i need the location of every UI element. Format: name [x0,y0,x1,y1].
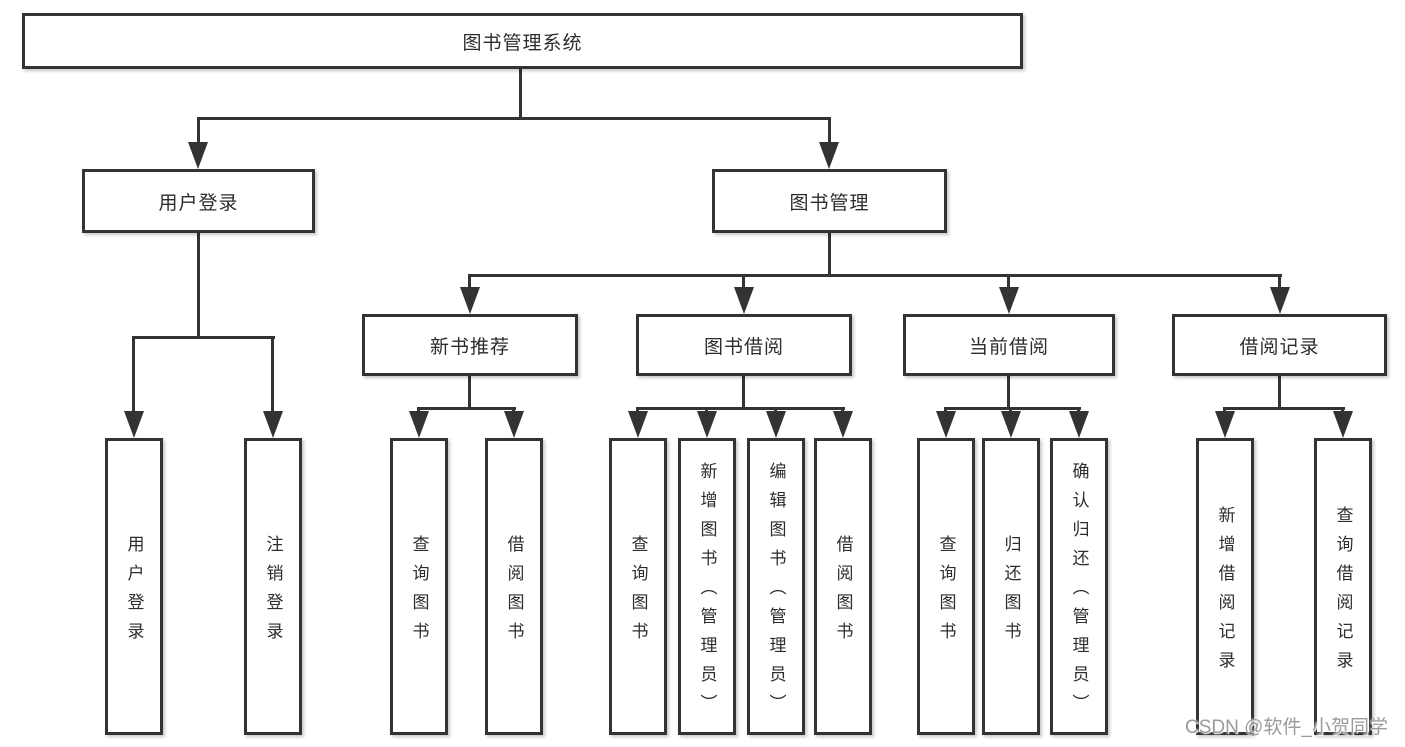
node-borrowing-records: 借阅记录 [1172,314,1387,376]
arrow-down [124,411,144,438]
arrow-down [504,411,524,438]
leaf-query-books: 查询图书 [917,438,975,735]
connector-drop-line [1278,274,1281,290]
leaf-label: 编辑图书（管理员） [766,462,786,723]
leaf-label: 用户登录 [124,534,144,651]
arrow-down [833,411,853,438]
leaf-label: 查询图书 [936,534,956,651]
connector-parent-stem [197,233,200,339]
node-new-book-recommendation: 新书推荐 [362,314,578,376]
leaf-label: 查询图书 [409,534,429,651]
connector-drop-line [271,336,274,414]
arrow-down [1333,411,1353,438]
leaf-borrow-books: 借阅图书 [485,438,543,735]
connector-parent-stem [468,376,471,410]
node-user-login: 用户登录 [82,169,315,233]
leaf-query-books: 查询图书 [390,438,448,735]
connector-branch [468,274,1282,277]
connector-parent-stem [1278,376,1281,410]
connector-parent-stem [828,233,831,277]
leaf-label: 注销登录 [263,534,283,651]
arrow-down [263,411,283,438]
leaf-query-books: 查询图书 [609,438,667,735]
leaf-label: 查询借阅记录 [1333,505,1353,680]
node-current-borrowing: 当前借阅 [903,314,1115,376]
leaf-label: 归还图书 [1001,534,1021,651]
arrow-down [628,411,648,438]
leaf-query-borrow-record: 查询借阅记录 [1314,438,1372,735]
leaf-confirm-return-admin: 确认归还（管理员） [1050,438,1108,735]
node-book-borrowing: 图书借阅 [636,314,852,376]
connector-branch [636,407,845,410]
connector-drop-line [742,274,745,290]
arrow-down [1215,411,1235,438]
connector-root-branch [197,117,831,120]
leaf-label: 新增图书（管理员） [697,462,717,723]
connector-branch [1223,407,1345,410]
connector-parent-stem [1007,376,1010,410]
connector-drop-line [197,117,200,145]
leaf-add-books-admin: 新增图书（管理员） [678,438,736,735]
arrow-down [936,411,956,438]
leaf-label: 查询图书 [628,534,648,651]
leaf-label: 确认归还（管理员） [1069,462,1089,723]
arrow-down [409,411,429,438]
connector-root-stem [519,69,522,117]
leaf-add-borrow-record: 新增借阅记录 [1196,438,1254,735]
leaf-edit-books-admin: 编辑图书（管理员） [747,438,805,735]
connector-branch [944,407,1081,410]
arrow-down [819,142,839,169]
arrow-down [1270,287,1290,314]
node-book-management: 图书管理 [712,169,947,233]
arrow-down [999,287,1019,314]
node-library-management-system: 图书管理系统 [22,13,1023,69]
leaf-user-login: 用户登录 [105,438,163,735]
leaf-label: 借阅图书 [833,534,853,651]
connector-branch [132,336,275,339]
csdn-watermark: CSDN @软件_小贺同学 [1185,717,1388,738]
leaf-borrow-books: 借阅图书 [814,438,872,735]
arrow-down [766,411,786,438]
arrow-down [734,287,754,314]
leaf-label: 借阅图书 [504,534,524,651]
leaf-label: 新增借阅记录 [1215,505,1235,680]
connector-drop-line [132,336,135,414]
arrow-down [1001,411,1021,438]
arrow-down [188,142,208,169]
arrow-down [460,287,480,314]
connector-branch [417,407,516,410]
connector-drop-line [828,117,831,145]
arrow-down [1069,411,1089,438]
connector-drop-line [468,274,471,290]
connector-parent-stem [742,376,745,410]
leaf-return-books: 归还图书 [982,438,1040,735]
connector-drop-line [1007,274,1010,290]
arrow-down [697,411,717,438]
leaf-logout: 注销登录 [244,438,302,735]
